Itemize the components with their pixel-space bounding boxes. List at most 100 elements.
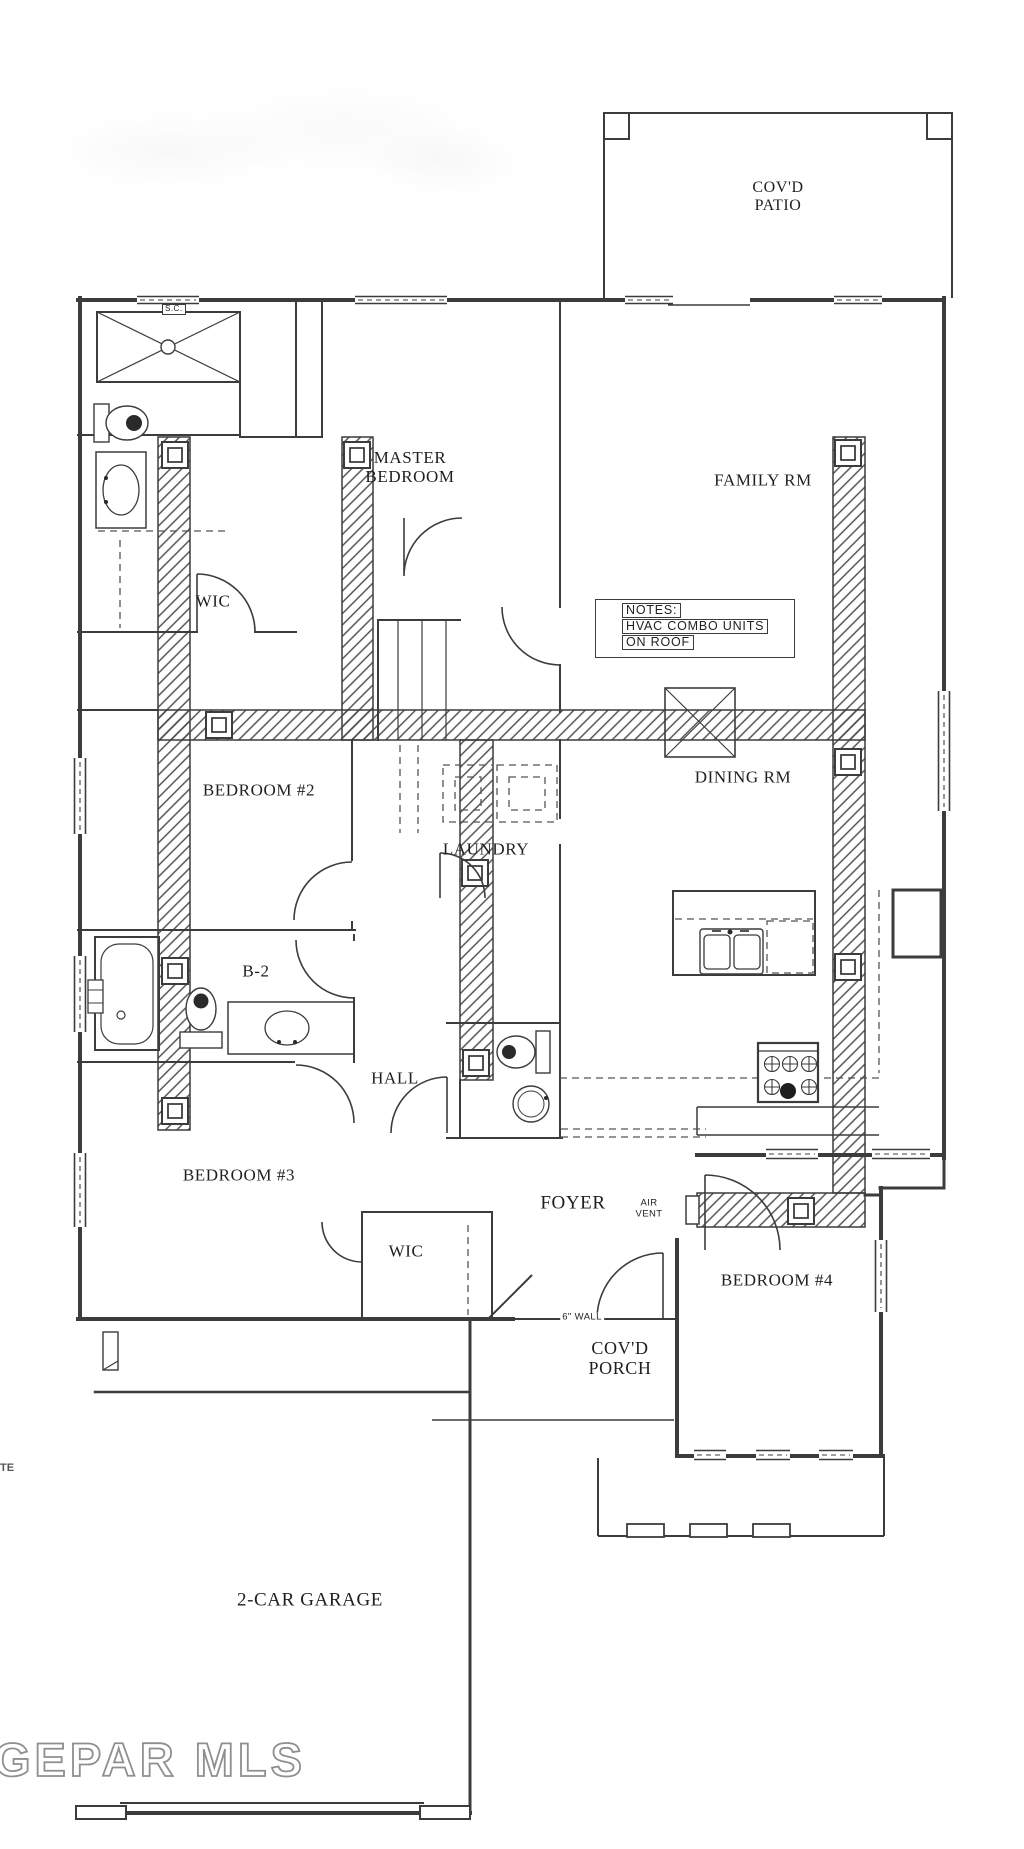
room-label-dining-rm: DINING RM (694, 767, 792, 787)
hatch-band-right (832, 436, 866, 1194)
room-label-laundry: LAUNDRY (442, 839, 530, 859)
refrigerator (891, 888, 943, 959)
hatch-band-center (341, 436, 374, 741)
room-label-covd-porch: COV'D PORCH (588, 1338, 651, 1378)
garage-corner-stub-right (419, 1805, 471, 1820)
mud-door-swing (102, 1360, 119, 1371)
rear-porch-structure (597, 1458, 885, 1538)
room-label-bedroom4: BEDROOM #4 (720, 1270, 834, 1290)
air-vent-line1: AIR (640, 1197, 658, 1209)
notes-line1: HVAC COMBO UNITS (622, 619, 769, 635)
porch-door-diagonal (487, 1274, 533, 1320)
room-label-foyer: FOYER (540, 1192, 606, 1214)
dashed-lines (98, 530, 880, 1315)
toilet-bowl-b2 (185, 987, 217, 1031)
covd-porch-line1: COV'D (591, 1337, 649, 1358)
room-label-hall: HALL (371, 1068, 419, 1088)
vanity-master (95, 451, 147, 529)
dining-ceiling-box (664, 687, 736, 758)
sink-b2 (264, 1010, 310, 1046)
burner (781, 1055, 799, 1073)
burner (763, 1055, 781, 1073)
sink-powder-inner (517, 1090, 545, 1118)
hatch-band-hall (459, 739, 494, 1081)
garage-structure (75, 1331, 471, 1820)
master-line1: MASTER (373, 447, 447, 467)
tub-inner (100, 943, 154, 1045)
hatch-band-main-horizontal (157, 709, 866, 741)
room-label-covd-patio: COV'D PATIO (752, 179, 803, 215)
window-frame-lines (73, 295, 951, 1461)
column-outer-squares (161, 439, 862, 1225)
toilet-tank-powder (535, 1030, 551, 1074)
faucet-dot-powder (544, 1096, 548, 1100)
air-vent-label: AIR VENT (636, 1198, 663, 1219)
mls-watermark: GEPAR MLS (0, 1732, 306, 1787)
covd-patio-line1: COV'D (752, 179, 804, 197)
room-label-family-rm: FAMILY RM (714, 470, 812, 490)
tub-drain (116, 1010, 126, 1020)
master-line2: BEDROOM (365, 467, 455, 486)
garage-corner-stub-left (75, 1805, 127, 1820)
vanity-b2 (227, 1001, 355, 1055)
interior-walls (77, 299, 563, 1320)
room-label-bedroom2: BEDROOM #2 (202, 780, 316, 800)
covd-patio-line2: PATIO (754, 197, 802, 214)
faucet-dot-1 (104, 476, 108, 480)
stove-pot-blob (780, 1083, 796, 1099)
mud-door-leaf (102, 1331, 119, 1371)
air-vent-box (685, 1195, 700, 1225)
toilet-tank-b2 (179, 1031, 223, 1049)
burner (800, 1055, 818, 1073)
column-inner-squares (167, 445, 856, 1219)
porch-stub-1 (626, 1523, 665, 1538)
room-label-b2: B-2 (242, 961, 270, 981)
room-label-bedroom3: BEDROOM #3 (182, 1165, 296, 1185)
burner (763, 1078, 781, 1096)
sink-basin-left (703, 934, 731, 970)
tub-outer (94, 936, 160, 1051)
air-vent-line2: VENT (635, 1208, 663, 1219)
left-edge-cut-text: TE (0, 1462, 15, 1474)
notes-line2: ON ROOF (622, 635, 694, 651)
six-inch-wall-label: 6" WALL (560, 1311, 604, 1324)
tub-ledge-box (87, 979, 104, 1014)
room-label-wic-bedroom3: WIC (388, 1241, 424, 1261)
window-center-dashes (79, 299, 945, 1456)
master-bath-fixtures (93, 311, 241, 529)
door-arcs (196, 517, 781, 1320)
sink-basin-right (733, 934, 761, 970)
hatched-walls (157, 436, 866, 1228)
sink-unit (699, 928, 764, 975)
powder-bath-fixtures (496, 1030, 551, 1123)
sink-master (102, 464, 140, 516)
kitchen-faucet (727, 929, 733, 935)
dining-box (664, 687, 736, 758)
hatch-band-left (157, 436, 191, 1131)
hatch-band-air-vent (696, 1192, 866, 1228)
covd-porch-line2: PORCH (588, 1358, 652, 1378)
toilet-seat-dot-master (126, 415, 142, 431)
tub-ledge-lines (88, 989, 103, 1004)
faucet-dot-2 (104, 500, 108, 504)
patio-post-left (603, 112, 630, 140)
kitchen-island (672, 890, 816, 976)
column-markers (161, 439, 862, 1225)
room-label-master-bedroom: MASTER BEDROOM (365, 448, 454, 486)
kitchen-fixtures (672, 888, 943, 1104)
counter-and-slab-lines (432, 1106, 879, 1421)
notes-box: NOTES: HVAC COMBO UNITS ON ROOF (595, 599, 795, 658)
toilet-seat-dot-b2 (193, 993, 209, 1009)
room-label-wic-master: WIC (195, 591, 231, 611)
patio-post-right (926, 112, 953, 140)
faucet-dot-b2a (277, 1040, 281, 1044)
stove-burners (763, 1055, 818, 1096)
exterior-wall-steps (468, 1153, 946, 1815)
burner (800, 1078, 818, 1096)
shower-drain (160, 339, 176, 355)
burner-crosses (765, 1057, 816, 1094)
sc-label: S.C. (162, 304, 186, 315)
sink-powder-outer (512, 1085, 550, 1123)
